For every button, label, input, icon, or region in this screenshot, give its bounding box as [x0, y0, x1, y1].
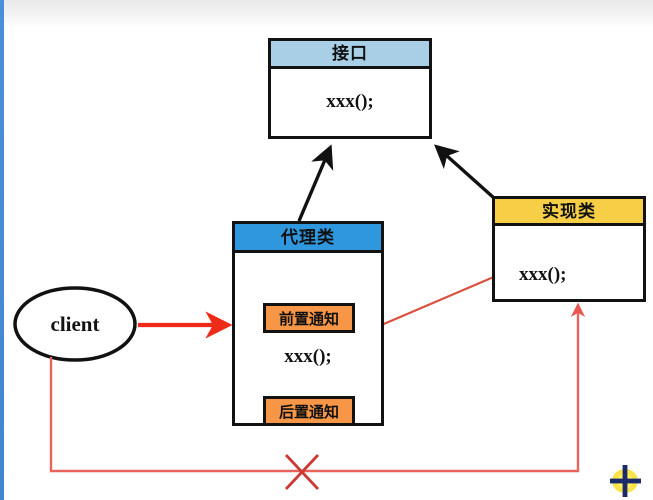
interface-body: xxx();	[271, 69, 429, 136]
client-node-label[interactable]: client	[50, 311, 100, 336]
proxy-header: 代理类	[235, 224, 381, 253]
proxy-member-xxx: xxx();	[284, 346, 332, 367]
client-ellipse	[13, 286, 137, 362]
advice-after-chip: 后置通知	[263, 396, 355, 426]
advice-before-chip: 前置通知	[263, 303, 355, 333]
interface-header: 接口	[271, 41, 429, 69]
proxy-body: 前置通知 xxx(); 后置通知	[235, 253, 381, 426]
window-top-strip	[0, 0, 653, 26]
node-interface[interactable]: 接口 xxx();	[268, 38, 432, 139]
impl-member-xxx: xxx();	[519, 264, 567, 285]
edge-proxy-to-interface	[297, 144, 334, 222]
node-implementation-class[interactable]: 实现类 xxx();	[492, 196, 646, 302]
crosshair-cursor-icon	[610, 465, 641, 497]
impl-header: 实现类	[495, 199, 643, 226]
edge-client-to-impl-direct	[49, 302, 586, 473]
interface-member-xxx: xxx();	[326, 91, 374, 112]
cross-out-mark	[284, 454, 320, 490]
edge-impl-to-interface	[434, 144, 496, 200]
node-proxy-class[interactable]: 代理类 前置通知 xxx(); 后置通知	[232, 221, 384, 426]
impl-body: xxx();	[495, 226, 643, 299]
window-left-border	[0, 0, 4, 500]
